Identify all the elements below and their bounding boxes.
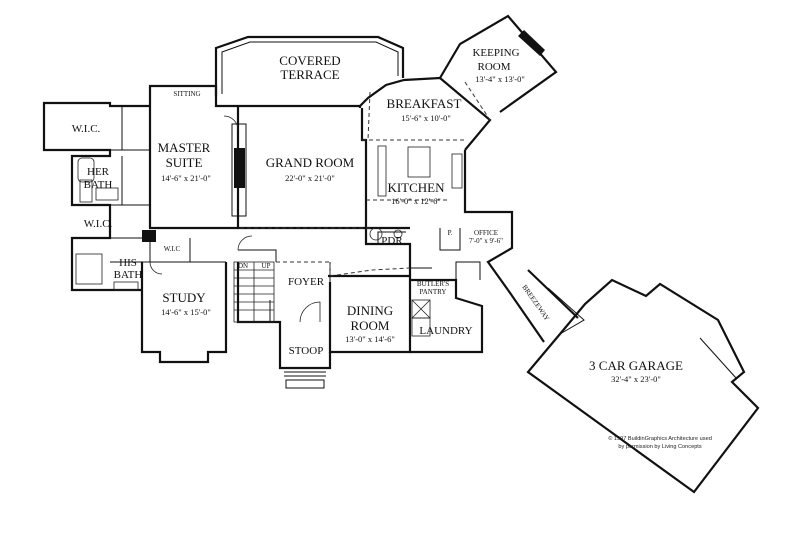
wic-mid-label: W.I.C. — [84, 218, 113, 230]
copyright-notice: © 1997 BuildinGraphics Architecture used… — [608, 435, 712, 450]
room-labels: COVERED TERRACE KEEPING ROOM 13'-4" x 13… — [72, 47, 683, 384]
covered-terrace-label-2: TERRACE — [280, 67, 339, 82]
study-label: STUDY — [162, 290, 206, 305]
office-label: OFFICE — [474, 229, 498, 237]
breakfast-label: BREAKFAST — [387, 96, 462, 111]
breezeway-wall — [507, 269, 579, 343]
stairs — [233, 261, 275, 323]
his-bath-label-1: HIS — [119, 257, 137, 269]
her-bath-label-2: BATH — [84, 179, 113, 191]
master-suite-wall — [148, 105, 238, 230]
keeping-room-label-2: ROOM — [477, 61, 510, 73]
butlers-pantry-label-2: PANTRY — [420, 288, 447, 296]
butlers-pantry-label-1: BUTLER'S — [417, 280, 449, 288]
garage-dims: 32'-4" x 23'-0" — [611, 374, 661, 384]
master-suite-dims: 14'-6" x 21'-0" — [161, 173, 211, 183]
wic-top-wall — [42, 101, 150, 292]
copyright-line-1: © 1997 BuildinGraphics Architecture used — [608, 435, 712, 442]
copyright-line-2: by permission by Living Concepts — [618, 444, 702, 450]
garage-wall — [526, 278, 760, 494]
master-suite-label-2: SUITE — [166, 155, 203, 170]
dining-room-label-1: DINING — [347, 303, 393, 318]
stairs-up-label: UP — [262, 262, 271, 270]
pantry-label: P. — [448, 229, 453, 237]
dining-room-dims: 13'-0" x 14'-6" — [345, 334, 395, 344]
laundry-label: LAUNDRY — [419, 325, 472, 337]
covered-terrace-label-1: COVERED — [279, 53, 340, 68]
fireplace-icon — [234, 148, 245, 188]
pdr-label: PDR — [381, 235, 403, 247]
kitchen-dims: 16'-0" x 12'-6" — [391, 196, 441, 206]
bathtub — [77, 157, 95, 183]
covered-terrace-wall — [214, 35, 405, 96]
exterior-walls — [42, 14, 760, 494]
fireplace-icon — [142, 230, 156, 242]
sitting-label: SITTING — [173, 90, 200, 98]
stairs-down-label: DN — [238, 262, 248, 270]
kitchen-right-wall — [463, 150, 514, 291]
grand-room-label: GRAND ROOM — [266, 155, 355, 170]
open-boundaries — [240, 81, 491, 277]
garage-label: 3 CAR GARAGE — [589, 358, 683, 373]
laundry-wall — [410, 278, 484, 354]
study-dims: 14'-6" x 15'-0" — [161, 307, 211, 317]
her-bath-label-1: HER — [87, 166, 110, 178]
breakfast-dims: 15'-6" x 10'-0" — [401, 113, 451, 123]
master-suite-label-1: MASTER — [158, 140, 211, 155]
dining-room-label-2: ROOM — [350, 318, 389, 333]
kitchen-label: KITCHEN — [387, 180, 445, 195]
kitchen-wall — [360, 108, 412, 276]
wic-top-label: W.I.C. — [72, 123, 101, 135]
master-wing-wall — [148, 84, 362, 108]
office-dims: 7'-0" x 9'-6" — [469, 237, 503, 245]
wic-small-label: W.I.C — [164, 245, 181, 253]
foyer-label: FOYER — [288, 276, 325, 288]
foyer-wall — [236, 262, 332, 370]
grand-room-dims: 22'-0" x 21'-0" — [285, 173, 335, 183]
stoop-label: STOOP — [289, 345, 324, 357]
keeping-room-dims: 13'-4" x 13'-0" — [475, 74, 525, 84]
keeping-room-label-1: KEEPING — [472, 47, 519, 59]
fixtures — [75, 115, 463, 337]
kitchen-island — [407, 146, 431, 178]
interior-walls — [110, 106, 481, 322]
keeping-room-wall — [439, 14, 558, 113]
his-bath-label-2: BATH — [114, 269, 143, 281]
study-wall — [140, 262, 228, 364]
